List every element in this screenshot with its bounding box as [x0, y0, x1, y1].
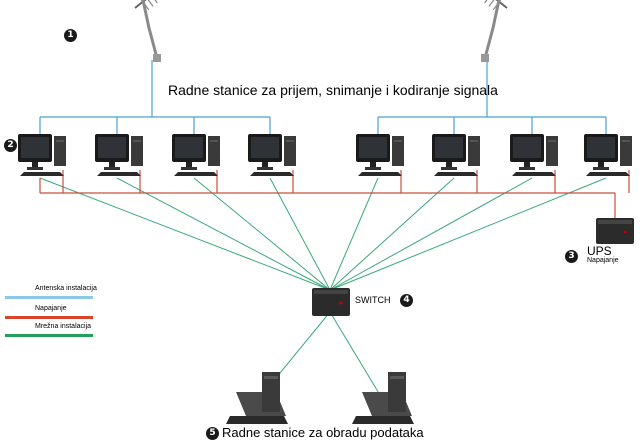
workstation-8	[584, 134, 632, 176]
network-link-3	[193, 177, 331, 291]
antenna-lines	[39, 60, 607, 140]
marker-ups: 3	[565, 250, 578, 263]
tower-icon	[284, 136, 296, 166]
power-lines	[39, 170, 630, 218]
processing-station-1	[226, 372, 288, 424]
network-link-8	[329, 177, 607, 291]
processing-stations-label: Radne stanice za obradu podataka	[222, 425, 424, 440]
marker-antenna: 1	[64, 29, 77, 42]
tower-icon	[262, 372, 280, 412]
workstation-7	[510, 134, 558, 176]
workstation-2	[95, 134, 143, 176]
legend-label-network: Mrežna instalacija	[35, 323, 92, 330]
keyboard-icon	[358, 172, 402, 176]
diagram-title: Radne stanice za prijem, snimanje i kodi…	[168, 82, 498, 98]
switch-label: SWITCH	[355, 295, 391, 305]
legend-swatch-network	[5, 334, 93, 337]
marker-workstations: 2	[4, 139, 17, 152]
ups-device	[596, 218, 634, 244]
keyboard-icon	[586, 172, 630, 176]
antenna-icon	[134, 0, 161, 62]
keyboard-icon	[434, 172, 478, 176]
workstation-6	[432, 134, 480, 176]
tower-icon	[546, 136, 558, 166]
network-lines	[39, 177, 607, 396]
workstations	[18, 134, 632, 176]
processing-station-2	[352, 372, 414, 424]
switch-device	[312, 288, 350, 316]
network-link-1	[39, 177, 331, 291]
legend-swatch-antenna	[5, 296, 93, 299]
ups-label: UPS	[587, 244, 612, 258]
tower-icon	[131, 136, 143, 166]
workstation-5	[356, 134, 404, 176]
legend-label-antenna: Antenska instalacija	[35, 285, 97, 292]
ups-sublabel: Napajanje	[587, 257, 619, 264]
keyboard-icon	[97, 172, 141, 176]
keyboard-icon	[226, 416, 288, 424]
workstation-3	[172, 134, 220, 176]
tower-icon	[54, 136, 66, 166]
network-link-4	[269, 177, 331, 291]
keyboard-icon	[352, 416, 414, 424]
tower-icon	[388, 372, 406, 412]
legend-label-power: Napajanje	[35, 305, 67, 312]
network-link-7	[329, 177, 533, 291]
legend-swatch-power	[5, 316, 93, 319]
network-link-2	[116, 177, 331, 291]
processing-stations	[226, 372, 414, 424]
keyboard-icon	[250, 172, 294, 176]
marker-switch: 4	[400, 294, 413, 307]
tower-icon	[208, 136, 220, 166]
marker-processing: 5	[206, 427, 219, 440]
network-link-6	[329, 177, 455, 291]
antenna-icon	[481, 0, 508, 62]
network-link-processing-2	[329, 311, 381, 396]
keyboard-icon	[512, 172, 556, 176]
tower-icon	[392, 136, 404, 166]
tower-icon	[620, 136, 632, 166]
switch-icon	[312, 288, 350, 316]
ups-icon	[596, 218, 634, 244]
network-link-5	[329, 177, 379, 291]
tower-icon	[468, 136, 480, 166]
antennas	[134, 0, 508, 62]
workstation-1	[18, 134, 66, 176]
workstation-4	[248, 134, 296, 176]
keyboard-icon	[20, 172, 64, 176]
keyboard-icon	[174, 172, 218, 176]
